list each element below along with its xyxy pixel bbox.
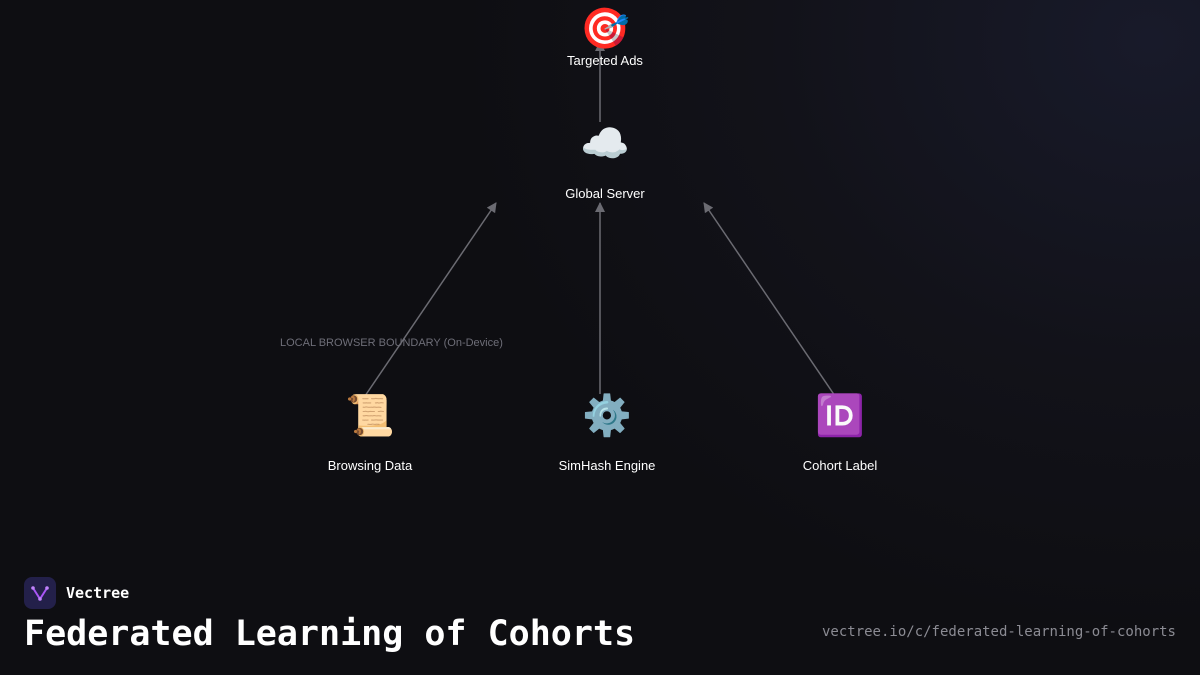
node-label-simhash-engine: SimHash Engine: [558, 458, 656, 473]
id-badge-icon: 🆔: [815, 393, 865, 439]
node-label-global-server: Global Server: [565, 186, 645, 201]
edge-browsing-data-to-global-server: [364, 202, 497, 397]
local-browser-boundary-label: LOCAL BROWSER BOUNDARY (On-Device): [280, 337, 503, 349]
node-targeted-ads: 🎯 Targeted Ads: [525, 5, 685, 68]
node-label-targeted-ads: Targeted Ads: [567, 53, 643, 68]
node-cohort-label: 🆔 Cohort Label: [760, 392, 920, 473]
node-simhash-engine: ⚙️ SimHash Engine: [527, 392, 687, 473]
node-label-cohort-label: Cohort Label: [802, 458, 878, 473]
scroll-icon: 📜: [345, 393, 395, 439]
vectree-logo-icon: [24, 577, 56, 609]
brand-name: Vectree: [66, 584, 130, 602]
page-title: Federated Learning of Cohorts: [24, 614, 636, 654]
node-browsing-data: 📜 Browsing Data: [290, 392, 450, 473]
page-url: vectree.io/c/federated-learning-of-cohor…: [821, 624, 1176, 640]
gear-icon: ⚙️: [582, 393, 632, 439]
node-label-browsing-data: Browsing Data: [327, 458, 413, 473]
cloud-icon: ☁️: [580, 121, 630, 167]
target-icon: 🎯: [580, 6, 630, 52]
brand: Vectree: [24, 577, 129, 609]
node-global-server: ☁️ Global Server: [525, 120, 685, 201]
edge-cohort-label-to-global-server: [703, 202, 836, 397]
